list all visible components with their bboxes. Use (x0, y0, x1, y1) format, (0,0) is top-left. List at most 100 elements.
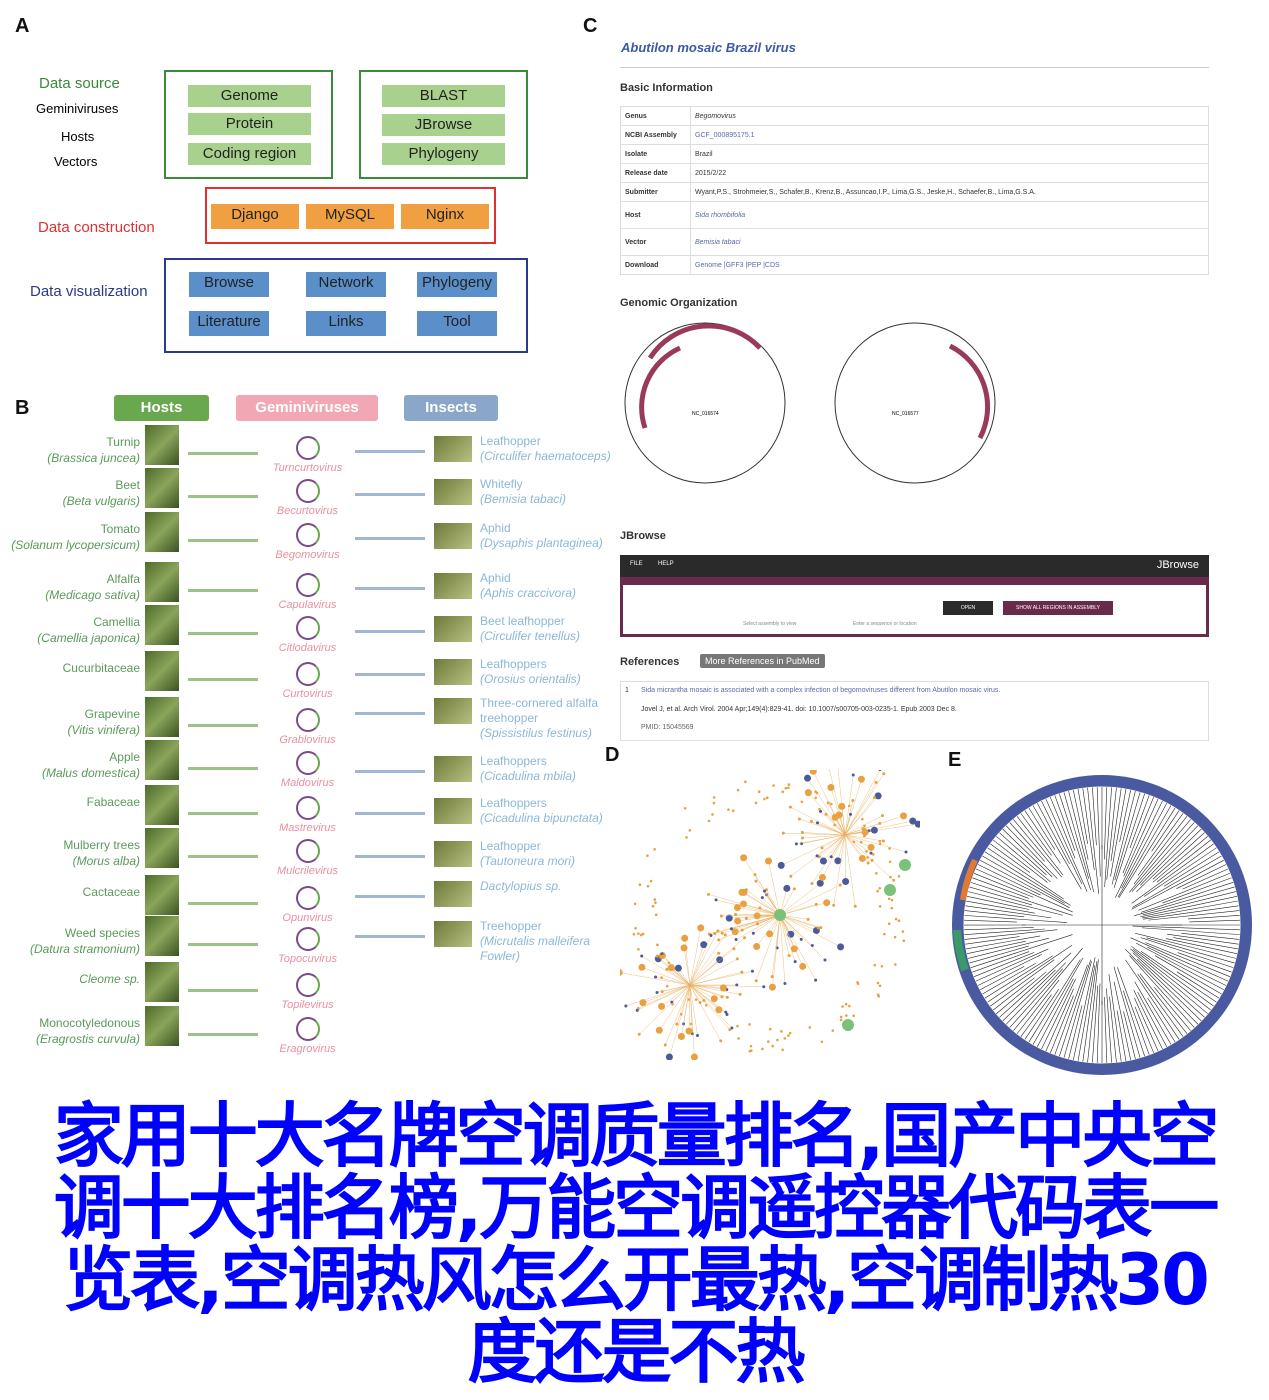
protein-box: Protein (188, 113, 311, 135)
network-node (801, 800, 804, 803)
network-node (638, 964, 645, 971)
more-references-button[interactable]: More References in PubMed (700, 654, 825, 668)
virus-item: Eragrovirus (260, 1017, 355, 1055)
network-node (740, 854, 747, 861)
network-node (798, 817, 801, 820)
network-node (721, 932, 724, 935)
genome-ring-icon (296, 886, 320, 910)
network-node (854, 905, 857, 908)
jbrowse-show-all-button[interactable]: SHOW ALL REGIONS IN ASSEMBLY (1003, 601, 1113, 615)
panel-label-c: C (583, 15, 597, 38)
network-node (795, 842, 798, 845)
network-node (748, 1050, 751, 1053)
network-node (730, 927, 733, 930)
insect-label: Beet leafhopper(Circulifer tenellus) (480, 614, 612, 644)
host-virus-arrow (188, 1033, 258, 1036)
jbrowse-open-button[interactable]: OPEN (943, 601, 993, 615)
insect-label: Three-cornered alfalfa treehopper(Spissi… (480, 696, 612, 741)
network-node (654, 901, 657, 904)
network-node (681, 935, 688, 942)
network-node (810, 882, 813, 885)
network-node (863, 835, 866, 838)
network-node (642, 933, 645, 936)
panel-label-e: E (948, 749, 961, 772)
reference-title-link[interactable]: Sida micrantha mosaic is associated with… (641, 687, 1000, 694)
network-node (883, 933, 886, 936)
reference-number: 1 (625, 687, 629, 694)
network-node (900, 812, 907, 819)
info-value[interactable]: Sida rhombifolia (691, 202, 1209, 229)
network-node (821, 846, 824, 849)
host-label: Turnip(Brassica juncea) (47, 434, 140, 466)
network-hub (899, 859, 911, 871)
genome-ring-icon (296, 436, 320, 460)
network-node (758, 790, 761, 793)
insect-label: Leafhoppers(Cicadulina bipunctata) (480, 796, 612, 826)
network-node (789, 1032, 792, 1035)
genome-ring-icon (296, 523, 320, 547)
network-node (755, 880, 758, 883)
genome-ring-icon (296, 662, 320, 686)
network-node (801, 837, 804, 840)
network-node (766, 930, 773, 937)
insect-label: Treehopper(Micrutalis malleifera Fowler) (480, 919, 612, 964)
network-node (783, 982, 786, 985)
network-node (691, 1054, 698, 1060)
network-node (695, 998, 698, 1001)
nginx-box: Nginx (401, 204, 489, 229)
network-node (888, 897, 891, 900)
network-node (841, 1005, 844, 1008)
virus-item: Capulavirus (260, 573, 355, 611)
network-node (668, 962, 671, 965)
info-key: Host (621, 202, 691, 229)
network-node (711, 813, 714, 816)
jbrowse-file-menu[interactable]: FILE (630, 561, 643, 567)
network-node (690, 1023, 693, 1026)
jbrowse-box: JBrowse (382, 114, 505, 136)
host-photo (145, 875, 179, 915)
network-node (727, 808, 730, 811)
network-node (713, 802, 716, 805)
network-node (735, 938, 738, 941)
network-node (666, 1054, 673, 1060)
network-node (832, 904, 835, 907)
network-node (873, 964, 876, 967)
network-node (879, 905, 882, 908)
network-node (740, 971, 743, 974)
genome-label-1: NC_016574 (692, 411, 719, 417)
host-label: Camellia(Camellia japonica) (37, 614, 140, 646)
host-photo (145, 651, 179, 691)
virus-item: Curtovirus (260, 662, 355, 700)
network-node (849, 813, 852, 816)
network-node (745, 888, 748, 891)
info-key: Submitter (621, 183, 691, 202)
jbrowse-help-menu[interactable]: HELP (658, 561, 674, 567)
network-node (787, 1034, 790, 1037)
insect-photo (434, 841, 472, 867)
network-node (794, 960, 797, 963)
network-node (875, 872, 878, 875)
network-node (717, 952, 720, 955)
network-node (882, 840, 885, 843)
info-value[interactable]: GCF_000895175.1 (691, 126, 1209, 145)
info-value[interactable]: Bemisia tabaci (691, 229, 1209, 256)
info-key: Release date (621, 164, 691, 183)
network-node (807, 918, 810, 921)
source-vectors: Vectors (54, 154, 97, 169)
virus-item: Turncurtovirus (260, 436, 355, 474)
network-node (782, 832, 785, 835)
virus-item: Opunvirus (260, 886, 355, 924)
network-node (755, 979, 758, 982)
network-node (819, 874, 826, 881)
network-node (772, 784, 775, 787)
network-node (744, 781, 747, 784)
network-node (653, 848, 656, 851)
network-node (751, 970, 754, 973)
info-value[interactable]: Genome |GFF3 |PEP |CDS (691, 256, 1209, 275)
virus-item: Grablovirus (260, 708, 355, 746)
virus-insect-arrow (355, 770, 425, 773)
network-node (658, 1003, 665, 1010)
network-node (739, 993, 742, 996)
